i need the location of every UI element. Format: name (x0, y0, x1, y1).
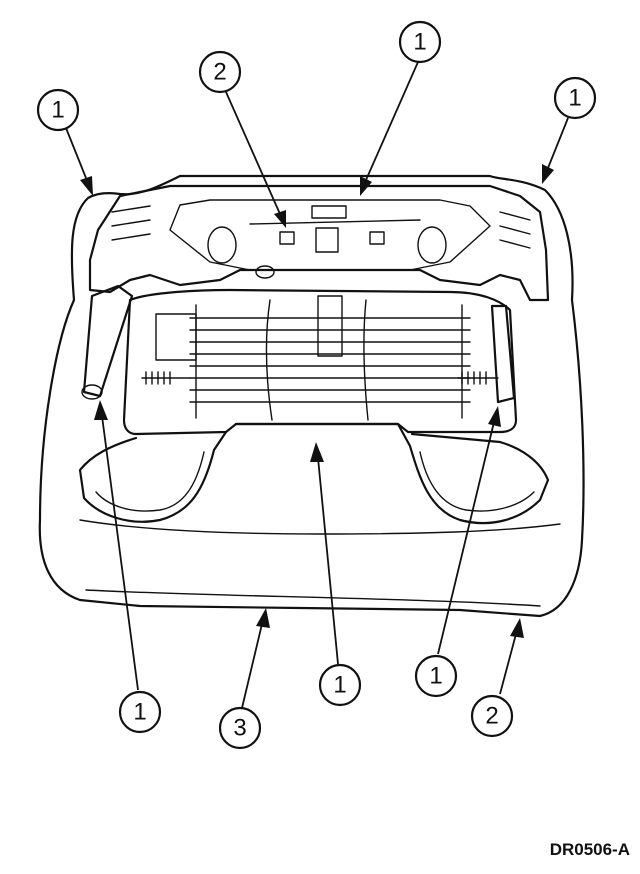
right-side-rail (490, 304, 516, 404)
front-right-pad-inner (419, 451, 535, 512)
callout-label: 1 (568, 85, 581, 112)
left-side-rail (82, 284, 134, 398)
spring-grid (189, 295, 471, 421)
rear-clip-2 (315, 227, 339, 253)
rear-clip-1 (279, 231, 295, 245)
left-tension-spring (141, 371, 191, 385)
front-bottom-edge (85, 589, 541, 607)
left-rail-knob (81, 384, 103, 400)
callout-bottom-three: 3 (218, 706, 262, 750)
right-tension-spring (457, 371, 499, 385)
left-tube (155, 313, 197, 361)
front-lower-seam (79, 519, 561, 535)
seat-cushion-illustration (38, 174, 585, 618)
cushion-outer-outline (38, 174, 585, 618)
callout-label: 1 (133, 699, 146, 726)
rear-rod (249, 219, 421, 225)
callout-bottom-left: 1 (118, 690, 162, 734)
front-left-pad (78, 430, 228, 523)
callout-top-center: 1 (398, 20, 442, 64)
left-bolster-slots (111, 205, 151, 241)
front-left-pad-inner (95, 451, 205, 512)
rear-frame-inner (169, 199, 491, 271)
callout-top-second: 2 (198, 50, 242, 94)
right-bolster-slots (499, 211, 531, 249)
callout-bottom-right-two: 2 (470, 694, 514, 738)
callout-bottom-center: 1 (318, 663, 362, 707)
rear-small-hole (255, 265, 275, 279)
rear-frame-top (88, 184, 550, 302)
callout-bottom-right-one: 1 (414, 654, 458, 698)
callout-top-left: 1 (36, 88, 80, 132)
callout-label: 3 (233, 715, 246, 742)
rear-clip-3 (369, 231, 385, 245)
callout-label: 1 (51, 97, 64, 124)
callout-label: 1 (429, 663, 442, 690)
callout-label: 1 (333, 672, 346, 699)
callout-label: 2 (213, 59, 226, 86)
rear-center-tab (311, 205, 347, 219)
callout-label: 1 (413, 29, 426, 56)
rear-hole-right (417, 226, 447, 264)
spring-tray-outline (122, 288, 518, 436)
callout-label: 2 (485, 703, 498, 730)
front-center-pad (234, 422, 550, 525)
callout-top-right: 1 (553, 76, 597, 120)
rear-hole-left (207, 226, 237, 264)
leader-lines (65, 61, 569, 709)
figure-id: DR0506-A (549, 840, 630, 859)
